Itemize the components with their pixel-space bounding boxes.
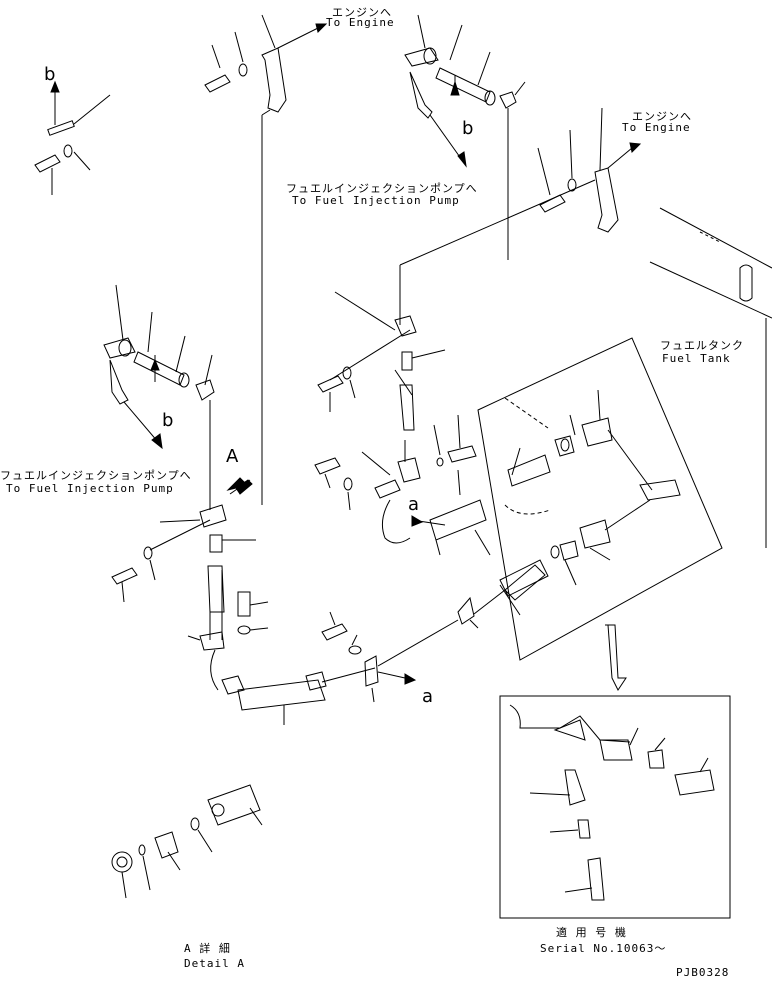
fuel-tank-outline — [649, 207, 772, 548]
label-serial-en: Serial No.10063～ — [540, 942, 667, 955]
label-to-pump-en-2: To Fuel Injection Pump — [6, 482, 174, 495]
detail-a-parts — [111, 784, 263, 899]
serial-detail-arrow — [605, 624, 627, 691]
center-clamp-assembly — [317, 291, 446, 431]
lower-right-bracket — [321, 564, 546, 703]
label-to-pump-jp-1: フュエルインジェクションポンプへ — [286, 182, 478, 195]
label-detail-a-jp: A 詳 細 — [184, 942, 231, 955]
callout-a-bottom: a — [422, 686, 434, 707]
view-a-arrow — [226, 477, 253, 495]
callout-a-center: a — [408, 494, 420, 515]
label-fuel-tank-jp: フュエルタンク — [660, 339, 744, 352]
label-to-pump-en-1: To Fuel Injection Pump — [292, 194, 460, 207]
serial-detail-box — [499, 695, 731, 919]
label-to-engine-en-1: To Engine — [326, 16, 395, 29]
lower-left-clamp — [111, 504, 376, 725]
drawing-code: PJB0328 — [676, 966, 730, 979]
pipe-to-engine-left — [204, 14, 328, 505]
label-fuel-tank-en: Fuel Tank — [662, 352, 731, 365]
center-a-assembly — [314, 414, 491, 556]
fitting-group-left — [103, 284, 215, 510]
callout-b-top-left: b — [44, 64, 56, 85]
fitting-group-top-center — [404, 14, 526, 260]
callout-b-left-mid: b — [162, 410, 174, 431]
label-serial-jp: 適 用 号 機 — [556, 926, 627, 939]
callout-b-top-center: b — [462, 118, 474, 139]
label-to-engine-jp-1: エンジンへ — [332, 6, 392, 19]
label-detail-a-en: Detail A — [184, 957, 245, 970]
label-to-pump-jp-2: フュエルインジェクションポンプへ — [0, 469, 192, 482]
label-to-engine-jp-2: エンジンへ — [632, 110, 692, 123]
pipe-to-engine-right — [399, 107, 642, 325]
detail-b-top-left — [34, 80, 111, 195]
callout-a-view: A — [226, 446, 239, 467]
serial-change-frame — [477, 337, 723, 661]
label-to-engine-en-2: To Engine — [622, 121, 691, 134]
